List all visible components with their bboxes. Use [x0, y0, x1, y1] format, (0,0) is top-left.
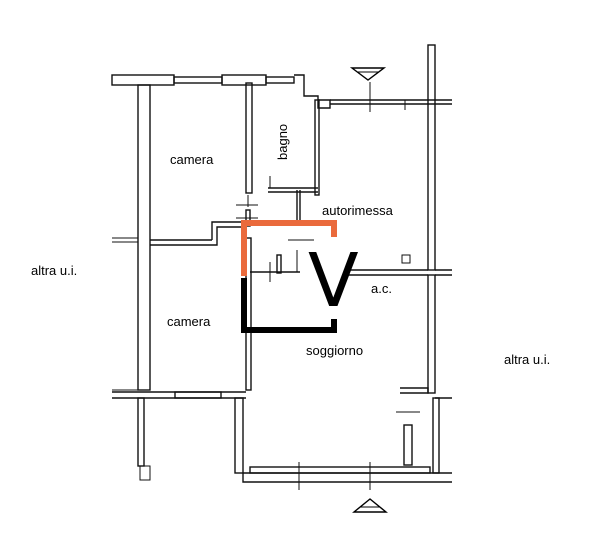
room-label-camera-top: camera: [170, 152, 214, 167]
room-label-bagno: bagno: [275, 124, 290, 160]
neighbor-label-right: altra u.i.: [504, 352, 550, 367]
logo-orange-bracket: [241, 220, 337, 276]
neighbor-label-left: altra u.i.: [31, 263, 77, 278]
room-label-camera-bottom: camera: [167, 314, 211, 329]
triangle-marker-icon: [352, 498, 388, 513]
triangle-marker-icon: [349, 67, 387, 81]
room-label-ac: a.c.: [371, 281, 392, 296]
logo-letter: V: [308, 238, 359, 324]
logo: V: [241, 220, 359, 333]
logo-black-bracket: [241, 278, 337, 333]
room-label-autorimessa: autorimessa: [322, 203, 394, 218]
room-label-soggiorno: soggiorno: [306, 343, 363, 358]
walls: [111, 44, 452, 490]
